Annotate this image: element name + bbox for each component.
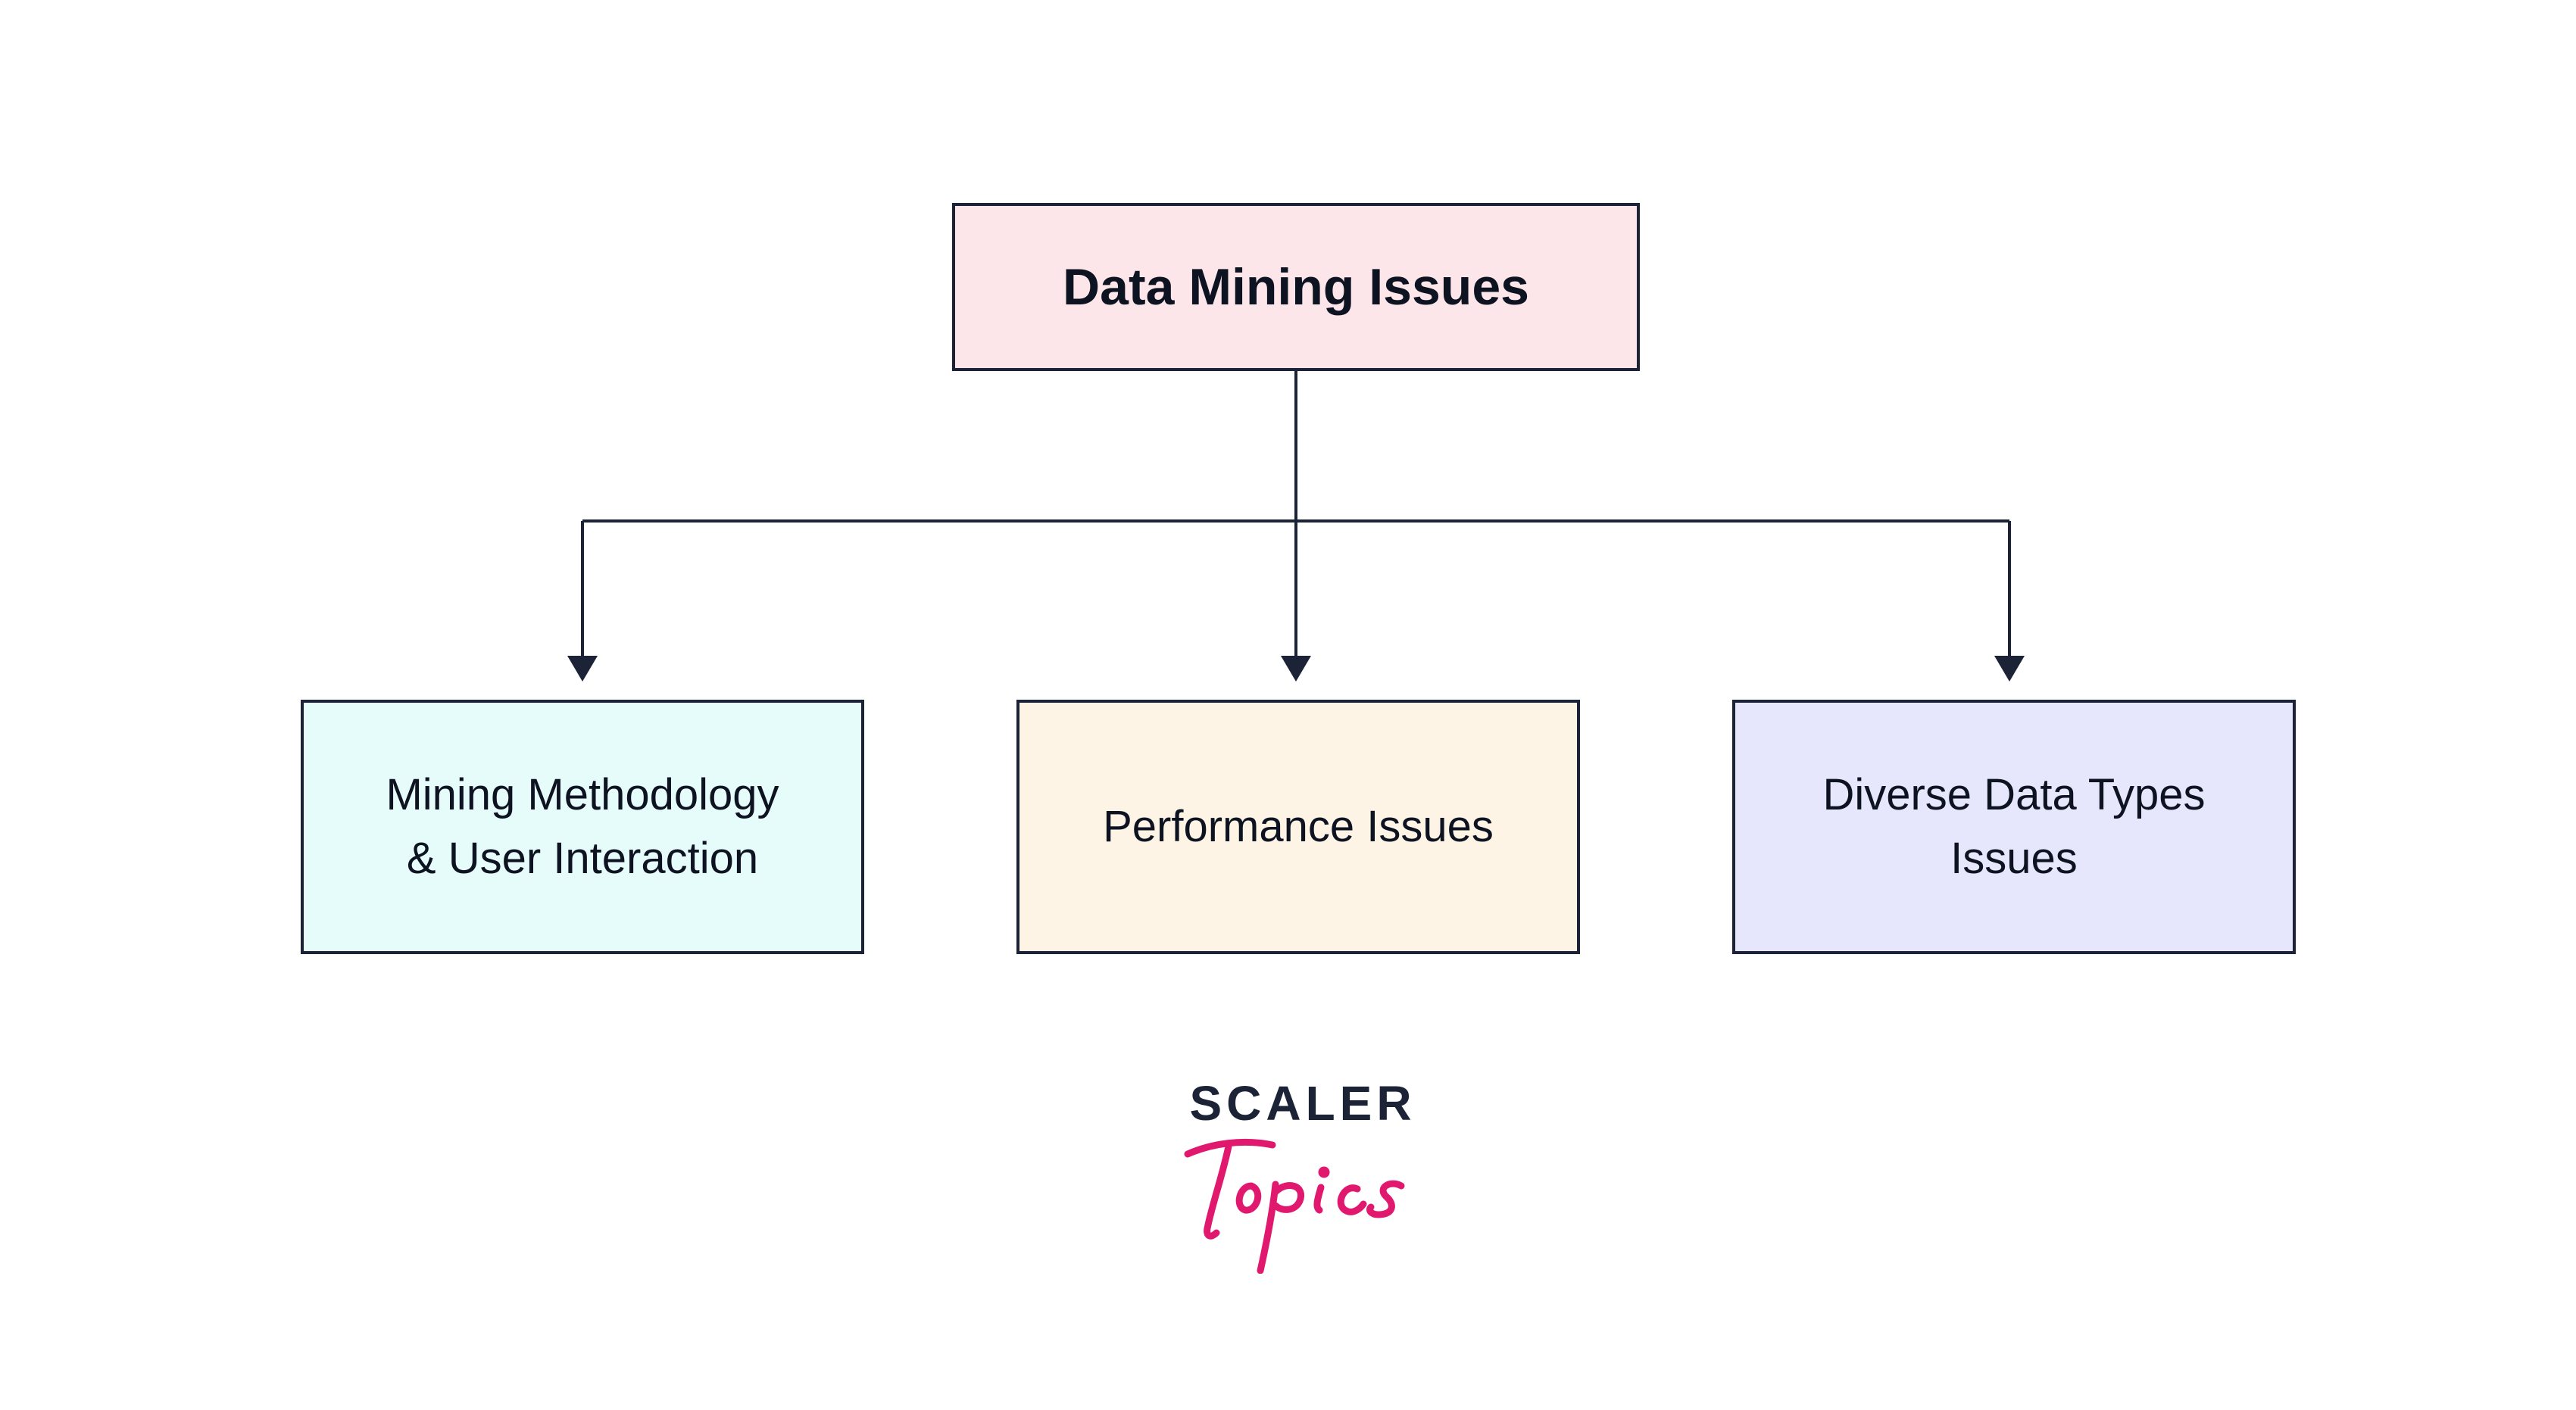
logo-script-topics (1184, 1138, 1405, 1274)
child-node-label: Performance Issues (1103, 801, 1494, 851)
child-node-diverse-data-types: Diverse Data Types Issues (1732, 700, 2296, 954)
root-node-data-mining-issues: Data Mining Issues (952, 203, 1640, 371)
child-node-label: Mining Methodology & User Interaction (386, 769, 779, 883)
arrowhead-left (567, 656, 598, 682)
child-node-performance-issues: Performance Issues (1016, 700, 1580, 954)
child-node-mining-methodology: Mining Methodology & User Interaction (301, 700, 864, 954)
arrowhead-right (1994, 656, 2025, 682)
arrowhead-middle (1281, 656, 1311, 682)
child-node-label: Diverse Data Types Issues (1822, 769, 2206, 883)
scaler-topics-logo: SCALER (1182, 1075, 1424, 1274)
logo-wordmark: SCALER (1189, 1076, 1416, 1131)
root-node-label: Data Mining Issues (1063, 257, 1529, 316)
